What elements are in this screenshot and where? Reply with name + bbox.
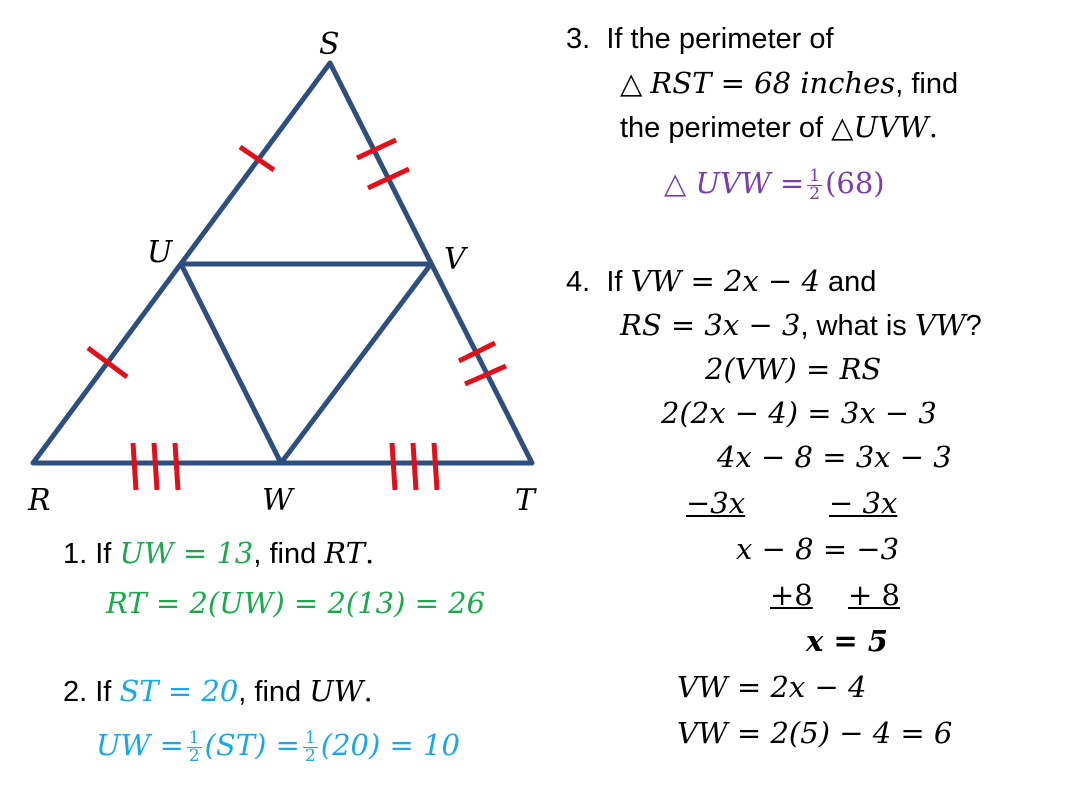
add-right: + 8	[848, 578, 900, 612]
problem-1-answer: RT = 2(UW) = 2(13) = 26	[106, 586, 486, 620]
problem-2-answer-b: (ST) =	[204, 728, 300, 762]
problem-3-line-3: the perimeter of △UVW.	[620, 110, 938, 144]
solution-step-4a: −3x	[686, 486, 745, 520]
problem-4-line-1: 4. If VW = 2x − 4 and	[566, 264, 876, 299]
problem-3-answer-a: △ UVW =	[664, 166, 805, 200]
problem-3-answer-b: (68)	[825, 166, 885, 200]
fraction-numerator: 1	[186, 727, 202, 748]
solution-step-6b: + 8	[848, 578, 900, 612]
tick-wt-2	[410, 442, 419, 491]
subtract-left: −3x	[686, 486, 746, 520]
problem-1-rest: , find	[253, 538, 317, 570]
problem-3-line-1: 3. If the perimeter of	[566, 22, 834, 56]
problem-4-line-2: RS = 3x − 3, what is VW?	[620, 308, 982, 343]
solution-step-4b: − 3x	[829, 486, 897, 520]
problem-4-qmark: ?	[965, 310, 982, 342]
solution-step-6a: +8	[770, 578, 813, 612]
problem-3-line-2: △ RST = 68 inches, find	[620, 66, 958, 101]
add-left: +8	[770, 578, 813, 612]
problem-2-target: UW	[309, 674, 364, 708]
congruence-ticks	[86, 137, 508, 491]
problem-4-target: VW	[914, 308, 966, 342]
problem-3-number: 3.	[566, 23, 591, 55]
solution-step-3: 4x − 8 = 3x − 3	[717, 440, 952, 474]
problem-1-question: 1. If UW = 13, find RT.	[63, 536, 374, 571]
problem-4-number: 4.	[566, 266, 591, 298]
problem-4-question: , what is	[800, 310, 907, 342]
problem-2-given: ST = 20	[119, 674, 239, 708]
solution-step-8: VW = 2x − 4	[677, 670, 867, 704]
tick-rs-upper	[238, 144, 276, 173]
problem-3-text-3: the perimeter of	[620, 112, 824, 144]
problem-1-given: UW = 13	[119, 536, 254, 570]
vertex-label-v: V	[444, 242, 466, 277]
fraction-denominator: 2	[809, 183, 821, 204]
problem-1-dot: .	[364, 536, 375, 570]
tick-rw-3	[172, 442, 181, 491]
problem-1-number: 1.	[63, 538, 88, 570]
tick-st-upper-1	[355, 137, 398, 161]
solution-step-9: VW = 2(5) − 4 = 6	[677, 716, 953, 750]
solution-step-5: x − 8 = −3	[736, 532, 900, 566]
problem-3-target: UVW	[853, 110, 929, 144]
tick-wt-3	[431, 442, 440, 491]
problem-3-dot: .	[928, 110, 938, 144]
vertex-label-u: U	[147, 235, 173, 270]
vertex-label-t: T	[515, 483, 536, 518]
problem-2-answer-c: (20) = 10	[320, 728, 460, 762]
problem-4-expression-2: RS = 3x − 3	[620, 308, 801, 342]
subtract-right: − 3x	[829, 486, 898, 520]
triangle-symbol: △	[620, 66, 643, 100]
problem-4-and: and	[828, 266, 877, 298]
problem-4-if: If	[606, 266, 623, 298]
vertex-label-s: S	[319, 27, 340, 62]
tick-st-lower-1	[457, 340, 497, 364]
solution-result: x = 5	[806, 624, 888, 658]
triangle-lines	[30, 60, 535, 466]
fraction-denominator: 2	[304, 745, 316, 766]
fraction-numerator: 1	[302, 727, 318, 748]
problem-3-expression: RST = 68 inches	[650, 66, 896, 100]
problem-1-if: If	[95, 538, 112, 570]
tick-st-upper-2	[366, 166, 411, 191]
problem-1-target: RT	[324, 536, 365, 570]
tick-rw-1	[130, 442, 139, 491]
vertex-label-w: W	[262, 483, 293, 518]
problem-2-if: If	[95, 676, 112, 708]
problem-3-find: , find	[895, 68, 959, 100]
solution-step-2: 2(2x − 4) = 3x − 3	[661, 396, 937, 430]
problem-4-expression-1: VW = 2x − 4	[630, 264, 820, 298]
triangle-uvw	[178, 261, 434, 466]
problem-2-question: 2. If ST = 20, find UW.	[63, 674, 373, 709]
tick-st-lower-2	[463, 363, 508, 387]
problem-2-number: 2.	[63, 676, 88, 708]
problem-2-rest: , find	[238, 676, 302, 708]
fraction-numerator: 1	[807, 165, 823, 186]
problem-2-dot: .	[363, 674, 373, 708]
tick-rw-2	[151, 442, 160, 491]
tick-rs-lower	[86, 345, 129, 380]
problem-2-answer-a: UW =	[96, 728, 184, 762]
problem-3-text-1: If the perimeter of	[606, 23, 834, 55]
solution-step-1: 2(VW) = RS	[705, 352, 882, 386]
fraction-denominator: 2	[188, 745, 200, 766]
tick-wt-1	[389, 442, 398, 491]
vertex-label-r: R	[28, 483, 51, 518]
